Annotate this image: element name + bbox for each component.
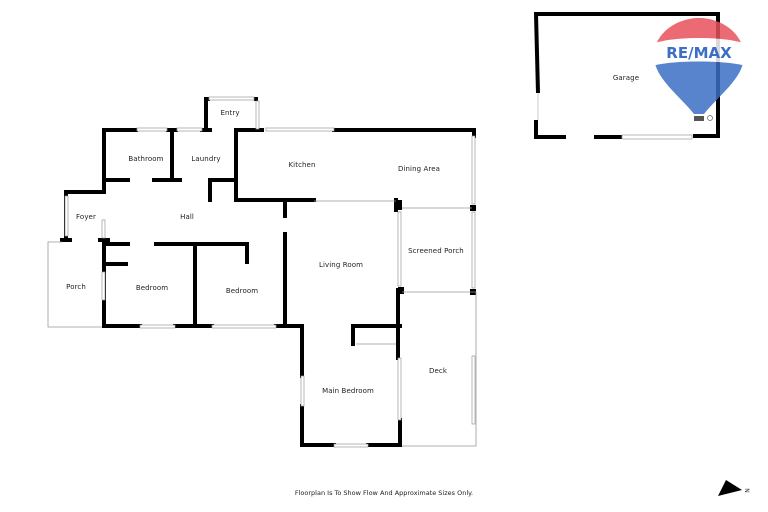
room-label-entry: Entry [220,109,240,117]
room-label-porch: Porch [66,283,86,291]
outlines [47,200,477,447]
room-label-laundry: Laundry [191,155,221,163]
remax-balloon-logo: RE/MAX [654,18,744,121]
room-label-living-room: Living Room [318,261,364,269]
room-label-bedroom-1: Bedroom [135,284,169,292]
house-walls [60,97,476,447]
room-label-hall: Hall [180,213,194,221]
disclaimer-note: Floorplan Is To Show Flow And Approximat… [294,489,474,497]
remax-text: RE/MAX [666,44,732,62]
room-label-bedroom-2: Bedroom [225,287,259,295]
room-label-foyer: Foyer [76,213,96,221]
north-arrow-icon [718,480,742,496]
room-label-bathroom: Bathroom [128,155,164,163]
room-label-main-bedroom: Main Bedroom [322,387,374,395]
north-label: N [742,488,750,493]
room-label-screened-porch: Screened Porch [408,247,464,255]
room-label-dining-area: Dining Area [397,165,441,173]
room-label-garage: Garage [612,74,640,82]
windows [64,96,476,448]
room-label-kitchen: Kitchen [288,161,316,169]
room-label-deck: Deck [429,367,447,375]
garage-walls [533,12,720,139]
garage-window [621,134,693,140]
